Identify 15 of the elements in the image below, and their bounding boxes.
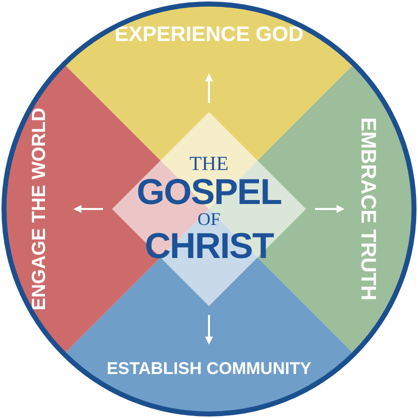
arrow [73,205,103,213]
quadrant-wedge [65,5,353,209]
quadrant-label: EXPERIENCE GOD [114,22,304,48]
center-title: GOSPEL [136,174,282,210]
arrow [205,73,213,103]
quadrant-label: ESTABLISH COMMUNITY [106,358,312,380]
center-title: THE [190,154,228,174]
arrow [315,205,345,213]
center-diamond [112,112,306,306]
quadrant-label: EMBRACE TRUTH [355,117,380,301]
quadrant-label: ENGAGE THE WORLD [28,108,52,310]
arrow [205,315,213,345]
center-title: CHRIST [144,228,274,264]
quadrant-wedge [65,209,353,413]
center-title: OF [197,210,220,228]
